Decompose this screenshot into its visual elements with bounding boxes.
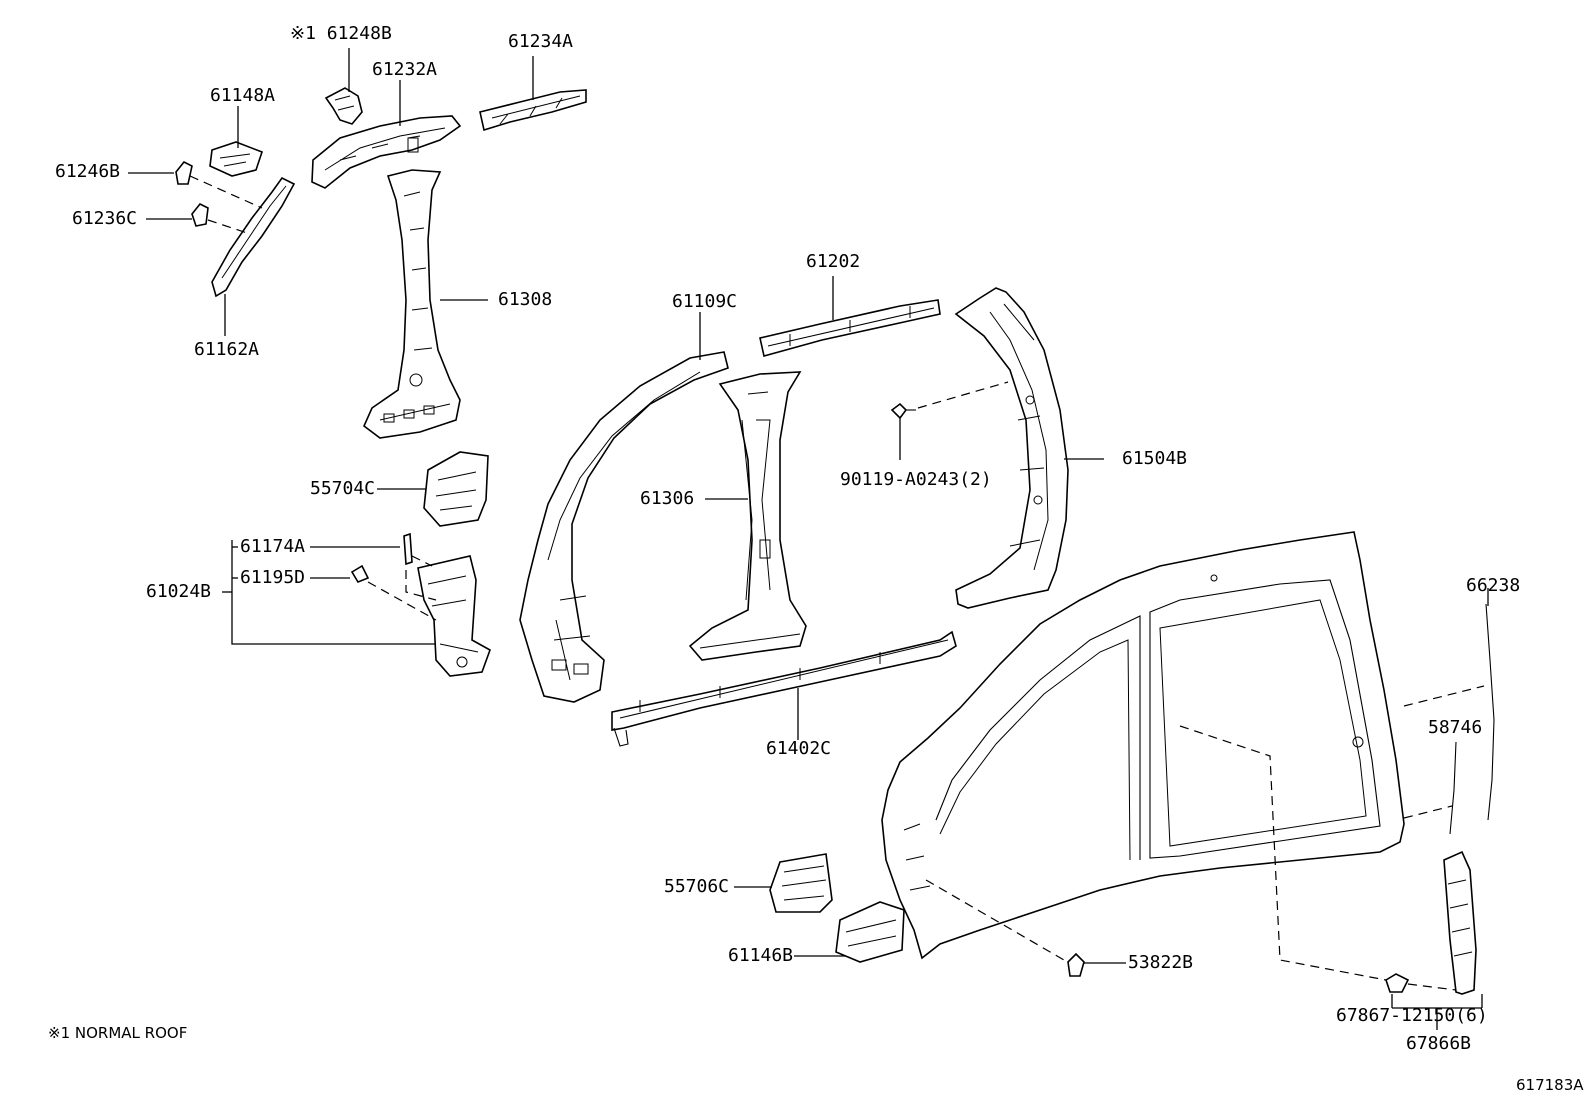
part-61402C-drawing <box>611 630 957 747</box>
part-label-58746[interactable]: 58746 <box>1428 717 1483 738</box>
part-66238-drawing <box>1485 603 1495 821</box>
part-label-61308[interactable]: 61308 <box>498 289 553 310</box>
part-label-55704C[interactable]: 55704C <box>310 478 376 499</box>
part-label-55706C[interactable]: 55706C <box>664 876 730 897</box>
part-label-61246B[interactable]: 61246B <box>55 161 121 182</box>
part-61024B-drawing <box>417 555 491 677</box>
part-61174A-drawing <box>403 532 413 566</box>
part-label-61174A[interactable]: 61174A <box>240 536 306 557</box>
part-61308-drawing <box>363 169 461 439</box>
part-61109C-drawing <box>519 351 729 703</box>
part-label-61202[interactable]: 61202 <box>806 251 861 272</box>
illustration-reference-code: 617183A <box>1516 1076 1584 1094</box>
part-label-61234A[interactable]: 61234A <box>508 31 574 52</box>
part-90119-bolt-drawing <box>890 402 916 420</box>
part-61146B-drawing <box>835 901 905 963</box>
part-67867-clip-drawing <box>1385 973 1410 993</box>
part-label-61504B[interactable]: 61504B <box>1122 448 1188 469</box>
part-label-61236C[interactable]: 61236C <box>72 208 138 229</box>
part-61202-drawing <box>759 299 941 357</box>
part-55704C-drawing <box>423 451 489 527</box>
part-61162A-drawing <box>211 176 296 298</box>
footnote-normal-roof: ※1 NORMAL ROOF <box>48 1024 188 1042</box>
part-53822B-drawing <box>1067 952 1085 977</box>
part-label-67867-12150[interactable]: 67867-12150(6) <box>1336 1005 1488 1026</box>
part-61195D-drawing <box>350 564 370 583</box>
part-61246B-drawing <box>175 160 193 185</box>
part-67866B-drawing <box>1443 850 1477 995</box>
part-61232A-drawing <box>311 115 462 189</box>
part-label-61306[interactable]: 61306 <box>640 488 695 509</box>
part-body-side-outer-drawing <box>881 531 1405 960</box>
part-label-53822B[interactable]: 53822B <box>1128 952 1194 973</box>
part-label-61148A[interactable]: 61148A <box>210 85 276 106</box>
part-55706C-drawing <box>769 853 833 913</box>
part-61236C-drawing <box>191 202 209 227</box>
part-58746-drawing <box>1449 741 1457 835</box>
part-61148A-drawing <box>209 141 264 177</box>
part-label-61024B[interactable]: 61024B <box>146 581 212 602</box>
part-61306-drawing <box>688 371 807 661</box>
part-label-61162A[interactable]: 61162A <box>194 339 260 360</box>
part-61504B-drawing <box>954 287 1069 609</box>
part-label-61109C[interactable]: 61109C <box>672 291 738 312</box>
part-label-61195D[interactable]: 61195D <box>240 567 306 588</box>
part-label-61146B[interactable]: 61146B <box>728 945 794 966</box>
part-label-61248B[interactable]: ※1 61248B <box>290 23 392 44</box>
part-label-67866B[interactable]: 67866B <box>1406 1033 1472 1054</box>
part-61248B-drawing <box>324 87 363 125</box>
part-label-61402C[interactable]: 61402C <box>766 738 832 759</box>
part-label-61232A[interactable]: 61232A <box>372 59 438 80</box>
part-label-66238[interactable]: 66238 <box>1466 575 1521 596</box>
part-label-90119-A0243[interactable]: 90119-A0243(2) <box>840 469 992 490</box>
